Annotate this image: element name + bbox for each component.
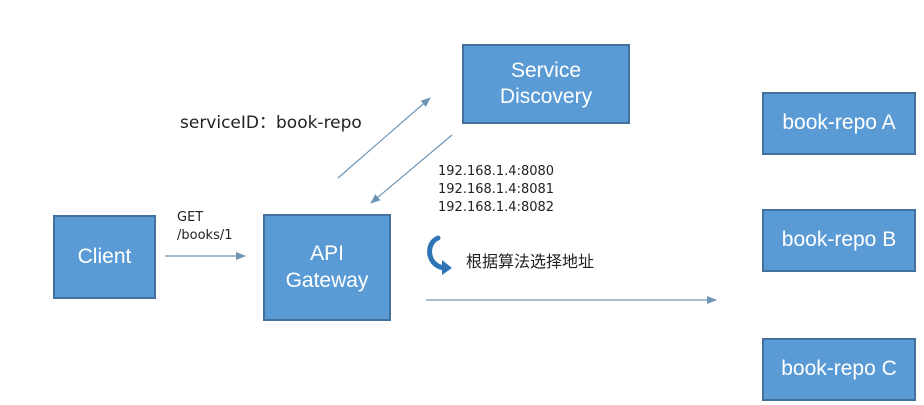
arrow-discovery-to-gateway bbox=[370, 134, 453, 204]
book-repo-b-node: book-repo B bbox=[762, 209, 916, 272]
request-method-label: GET bbox=[177, 210, 204, 225]
repo-a-label: book-repo A bbox=[782, 111, 896, 135]
select-address-note: 根据算法选择地址 bbox=[466, 252, 595, 271]
api-gateway-node: API Gateway bbox=[263, 214, 391, 321]
service-discovery-node: Service Discovery bbox=[462, 44, 630, 124]
client-node: Client bbox=[53, 215, 156, 299]
client-label: Client bbox=[77, 244, 132, 268]
service-id-label: serviceID：book-repo bbox=[180, 113, 362, 133]
repo-b-label: book-repo B bbox=[781, 228, 897, 252]
repo-c-label: book-repo C bbox=[781, 357, 897, 381]
arrow-gateway-to-discovery bbox=[337, 97, 431, 179]
redo-arrow-icon bbox=[427, 235, 452, 275]
address-3: 192.168.1.4:8082 bbox=[438, 200, 555, 215]
address-2: 192.168.1.4:8081 bbox=[438, 182, 555, 197]
request-path-label: /books/1 bbox=[177, 228, 233, 243]
book-repo-c-node: book-repo C bbox=[762, 338, 916, 401]
book-repo-a-node: book-repo A bbox=[762, 92, 916, 155]
discovery-label-line2: Discovery bbox=[499, 85, 593, 108]
discovery-label-line1: Service bbox=[510, 58, 582, 82]
address-1: 192.168.1.4:8080 bbox=[438, 164, 555, 179]
gateway-label-line2: Gateway bbox=[285, 268, 369, 292]
gateway-label-line1: API bbox=[310, 242, 344, 266]
